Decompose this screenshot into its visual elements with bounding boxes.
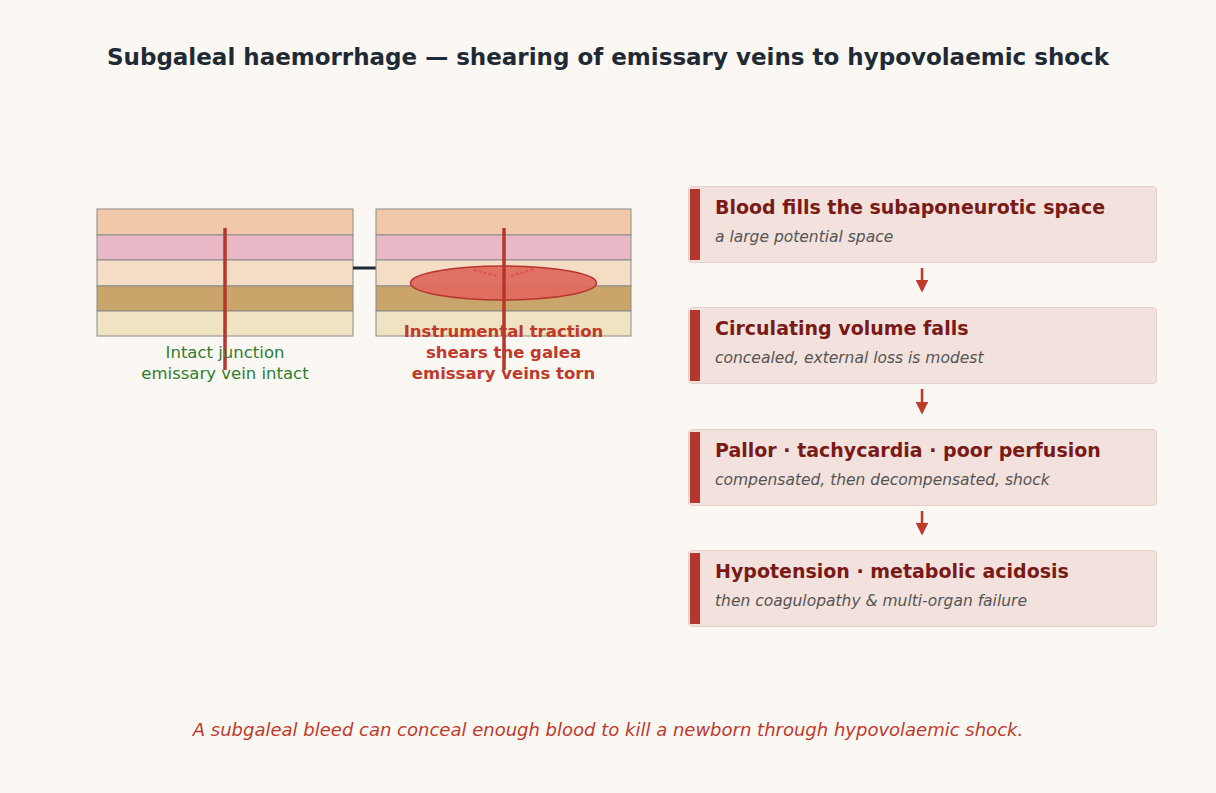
- accent-bar: [690, 553, 700, 624]
- flow-arrow: [921, 389, 924, 412]
- accent-bar: [690, 432, 700, 503]
- process-box: Pallor · tachycardia · poor perfusion com…: [688, 429, 1157, 506]
- process-box: Circulating volume falls concealed, exter…: [688, 307, 1157, 384]
- diagram-title: Subgaleal haemorrhage — shearing of emis…: [0, 44, 1216, 70]
- step-detail: concealed, external loss is modest: [715, 348, 1144, 368]
- process-box: Blood fills the subaponeurotic space a la…: [688, 186, 1157, 263]
- step-detail: then coagulopathy & multi-organ failure: [715, 591, 1144, 611]
- step-detail: a large potential space: [715, 227, 1144, 247]
- diagram-caption: A subgaleal bleed can conceal enough blo…: [0, 719, 1216, 740]
- step-detail: compensated, then decompensated, shock: [715, 470, 1144, 490]
- flow-arrow: [921, 268, 924, 290]
- illustration-label: Instrumental traction: [404, 321, 604, 342]
- accent-bar: [690, 189, 700, 260]
- illustration-label: emissary veins torn: [412, 363, 595, 384]
- step-heading: Blood fills the subaponeurotic space: [715, 195, 1144, 219]
- step-heading: Hypotension · metabolic acidosis: [715, 559, 1144, 583]
- step-heading: Circulating volume falls: [715, 316, 1144, 340]
- illustration-label: Intact junction: [166, 342, 285, 363]
- flow-arrow: [921, 511, 924, 533]
- step-heading: Pallor · tachycardia · poor perfusion: [715, 438, 1144, 462]
- illustration-label: shears the galea: [426, 342, 581, 363]
- junction-link: [353, 267, 376, 270]
- accent-bar: [690, 310, 700, 381]
- illustration-label: emissary vein intact: [141, 363, 308, 384]
- process-box: Hypotension · metabolic acidosis then coa…: [688, 550, 1157, 627]
